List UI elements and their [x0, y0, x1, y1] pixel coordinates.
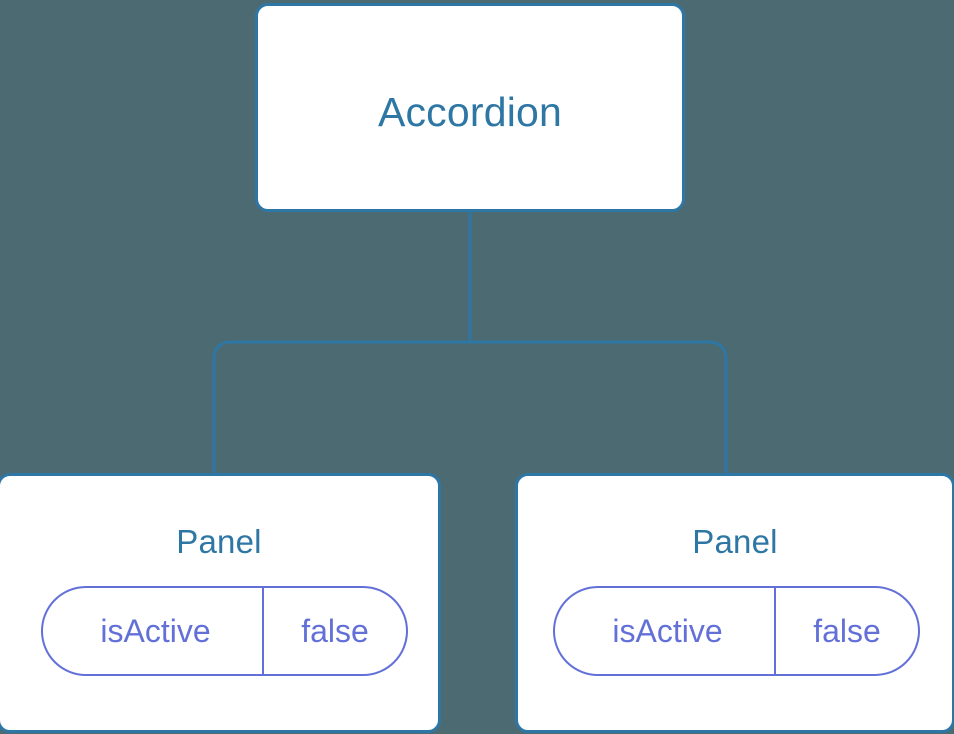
- node-panel-1-prop-pill[interactable]: isActive false: [41, 586, 408, 676]
- node-accordion-title: Accordion: [377, 89, 563, 135]
- node-panel-2-prop-key: isActive: [555, 588, 776, 674]
- node-panel-1-title: Panel: [176, 523, 262, 560]
- node-panel-1[interactable]: Panel isActive false: [0, 473, 441, 733]
- connector-branch-right: [470, 340, 728, 478]
- node-panel-1-prop-key: isActive: [43, 588, 264, 674]
- node-accordion[interactable]: Accordion: [255, 3, 685, 212]
- node-panel-2-prop-pill[interactable]: isActive false: [553, 586, 920, 676]
- connector-branch-left: [212, 340, 470, 478]
- node-panel-2-title: Panel: [692, 523, 778, 560]
- node-panel-1-prop-value: false: [301, 613, 369, 649]
- node-panel-2[interactable]: Panel isActive false: [515, 473, 954, 733]
- node-panel-2-prop-value: false: [813, 613, 881, 649]
